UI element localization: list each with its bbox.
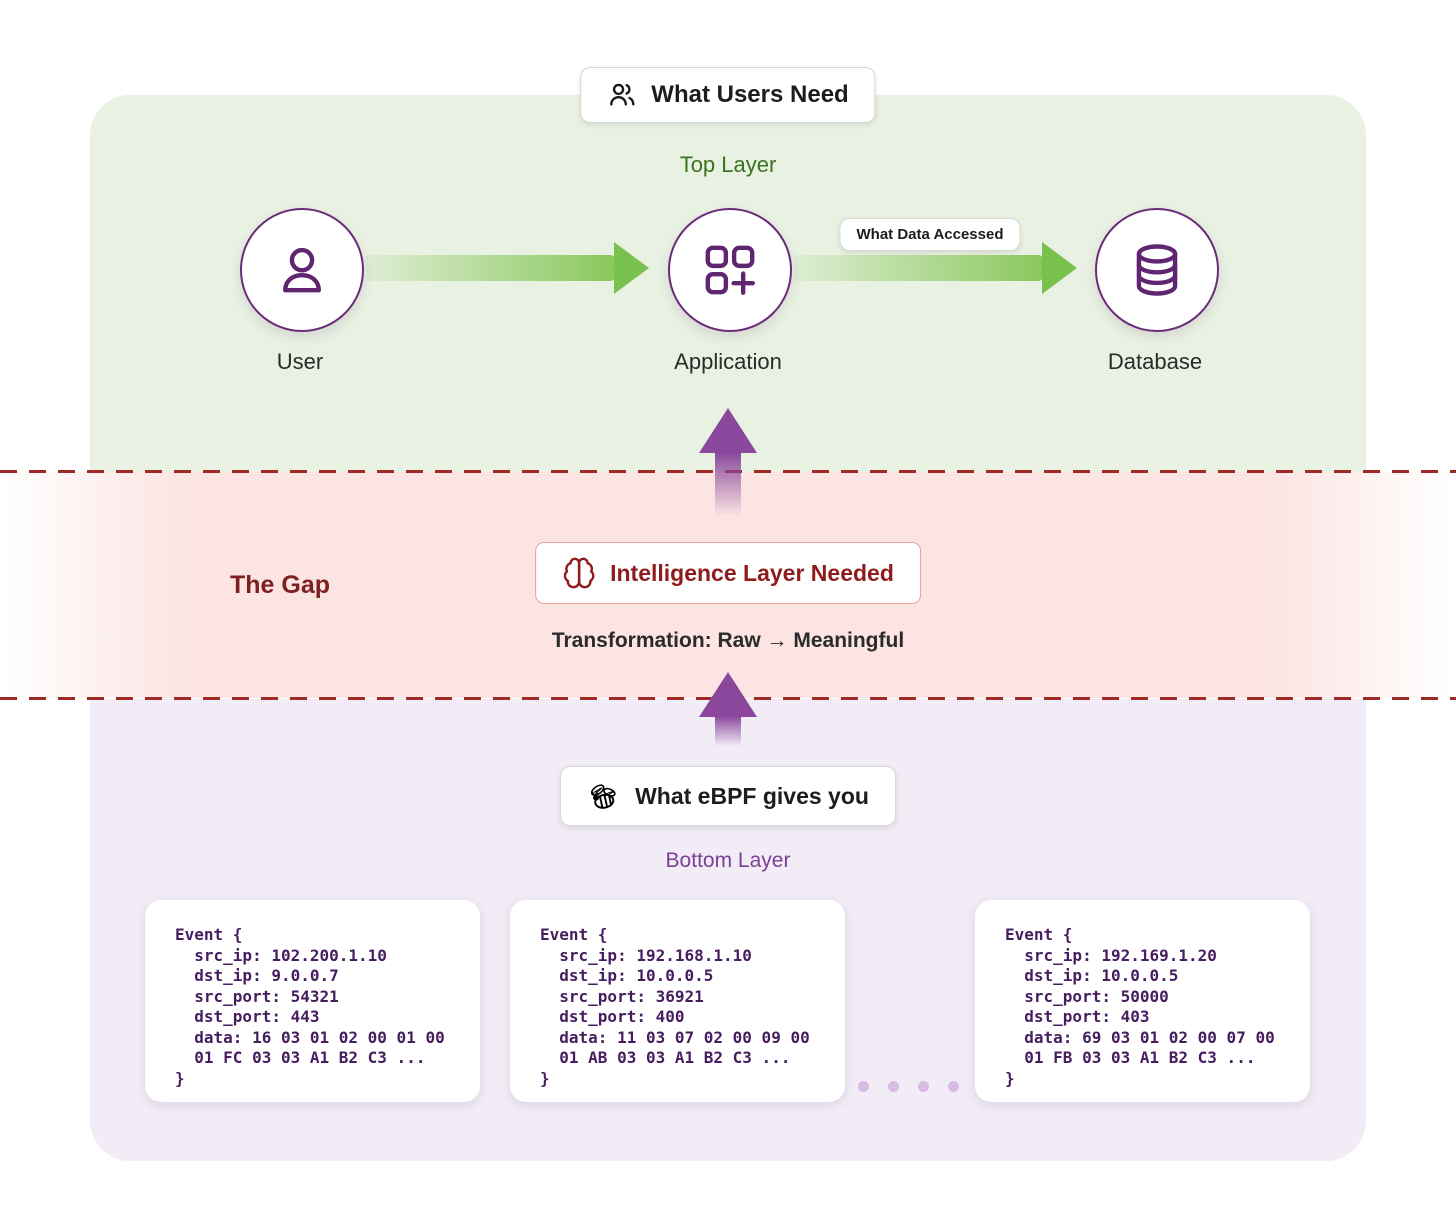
intelligence-layer-label: Intelligence Layer Needed	[610, 559, 894, 586]
user-node	[240, 208, 364, 332]
arrow-application-to-database	[794, 255, 1042, 281]
gap-title: The Gap	[229, 571, 331, 599]
intelligence-layer-badge: Intelligence Layer Needed	[535, 542, 921, 604]
arrow-user-to-application-head	[614, 242, 649, 294]
event-code-2: Event { src_ip: 192.168.1.10 dst_ip: 10.…	[540, 925, 810, 1088]
transformation-text: Transformation: Raw → Meaningful	[551, 629, 905, 652]
event-card-2: Event { src_ip: 192.168.1.10 dst_ip: 10.…	[510, 900, 845, 1102]
user-icon	[271, 239, 333, 301]
database-icon	[1126, 239, 1188, 301]
arrow-application-to-database-head	[1042, 242, 1077, 294]
ellipsis-dot	[948, 1081, 959, 1092]
what-users-need-badge: What Users Need	[580, 67, 876, 123]
ellipsis-dot	[918, 1081, 929, 1092]
arrow-user-to-application	[366, 255, 614, 281]
database-node	[1095, 208, 1219, 332]
event-code-3: Event { src_ip: 192.169.1.20 dst_ip: 10.…	[1005, 925, 1275, 1088]
app-grid-icon	[699, 239, 761, 301]
users-icon	[607, 80, 637, 110]
arrow-gap-to-application-head	[699, 408, 757, 453]
what-users-need-label: What Users Need	[651, 81, 849, 108]
brain-icon	[562, 556, 596, 590]
arrow-bottom-to-gap-head	[699, 672, 757, 717]
application-node-label: Application	[674, 349, 782, 374]
event-card-3: Event { src_ip: 192.169.1.20 dst_ip: 10.…	[975, 900, 1310, 1102]
bottom-layer-label: Bottom Layer	[665, 849, 791, 872]
ellipsis-dot	[858, 1081, 869, 1092]
event-card-1: Event { src_ip: 102.200.1.10 dst_ip: 9.0…	[145, 900, 480, 1102]
what-data-accessed-label: What Data Accessed	[856, 226, 1004, 243]
ellipsis-dot	[888, 1081, 899, 1092]
arrow-gap-to-application	[715, 452, 741, 516]
event-code-1: Event { src_ip: 102.200.1.10 dst_ip: 9.0…	[175, 925, 445, 1088]
top-layer-label: Top Layer	[679, 152, 777, 177]
user-node-label: User	[276, 349, 324, 374]
bee-icon	[587, 779, 621, 813]
what-ebpf-gives-you-badge: What eBPF gives you	[560, 766, 896, 826]
what-ebpf-gives-you-label: What eBPF gives you	[635, 782, 869, 809]
what-data-accessed-badge: What Data Accessed	[839, 218, 1021, 251]
application-node	[668, 208, 792, 332]
arrow-bottom-to-gap	[715, 716, 741, 746]
database-node-label: Database	[1107, 349, 1203, 374]
